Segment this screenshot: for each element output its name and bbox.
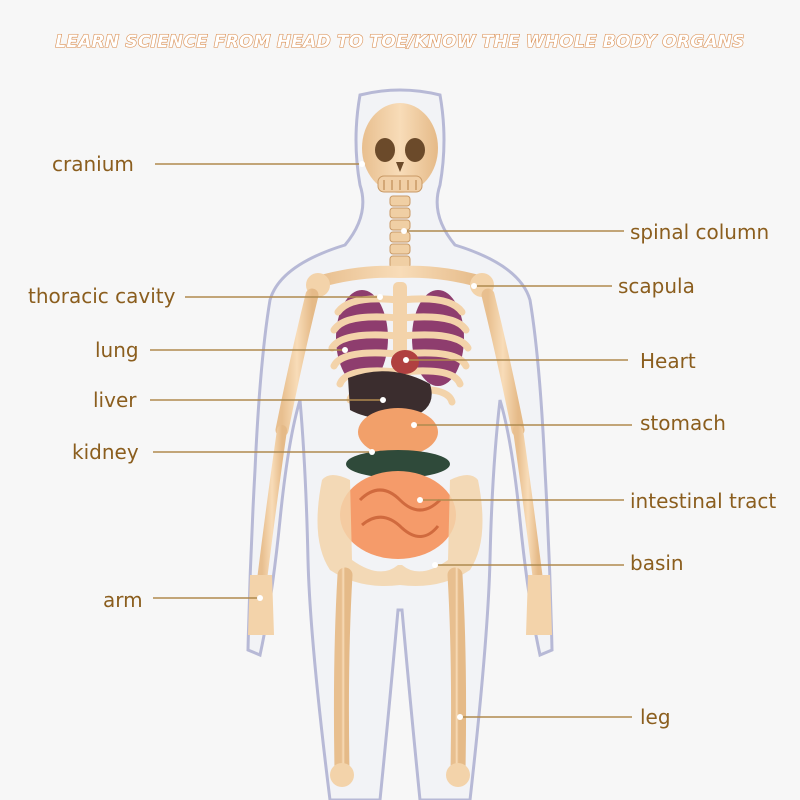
hands xyxy=(248,575,552,635)
label-cranium: cranium xyxy=(52,152,134,176)
arm-bones xyxy=(257,288,543,585)
clavicles xyxy=(312,265,488,288)
label-stomach: stomach xyxy=(640,411,726,435)
label-leg: leg xyxy=(640,705,671,729)
label-thoracic-cavity: thoracic cavity xyxy=(28,284,176,308)
kidney xyxy=(346,450,450,478)
leg-bones xyxy=(333,567,467,778)
label-arm: arm xyxy=(103,588,143,612)
pelvis xyxy=(317,475,483,586)
spine xyxy=(389,195,411,269)
rib-cage xyxy=(328,295,472,406)
label-kidney: kidney xyxy=(72,440,139,464)
sternum xyxy=(393,282,407,372)
leader-dots xyxy=(257,161,477,720)
label-heart: Heart xyxy=(640,349,696,373)
label-liver: liver xyxy=(93,388,137,412)
label-basin: basin xyxy=(630,551,684,575)
label-lung: lung xyxy=(95,338,139,362)
headline: LEARN SCIENCE FROM HEAD TO TOE/KNOW THE … xyxy=(55,31,745,52)
label-scapula: scapula xyxy=(618,274,695,298)
leader-lines xyxy=(150,163,632,718)
label-intestinal-tract: intestinal tract xyxy=(630,489,777,513)
skull xyxy=(362,103,438,193)
liver xyxy=(348,371,432,419)
stomach xyxy=(358,408,438,456)
label-spinal-column: spinal column xyxy=(630,220,770,244)
intestines xyxy=(340,471,456,559)
